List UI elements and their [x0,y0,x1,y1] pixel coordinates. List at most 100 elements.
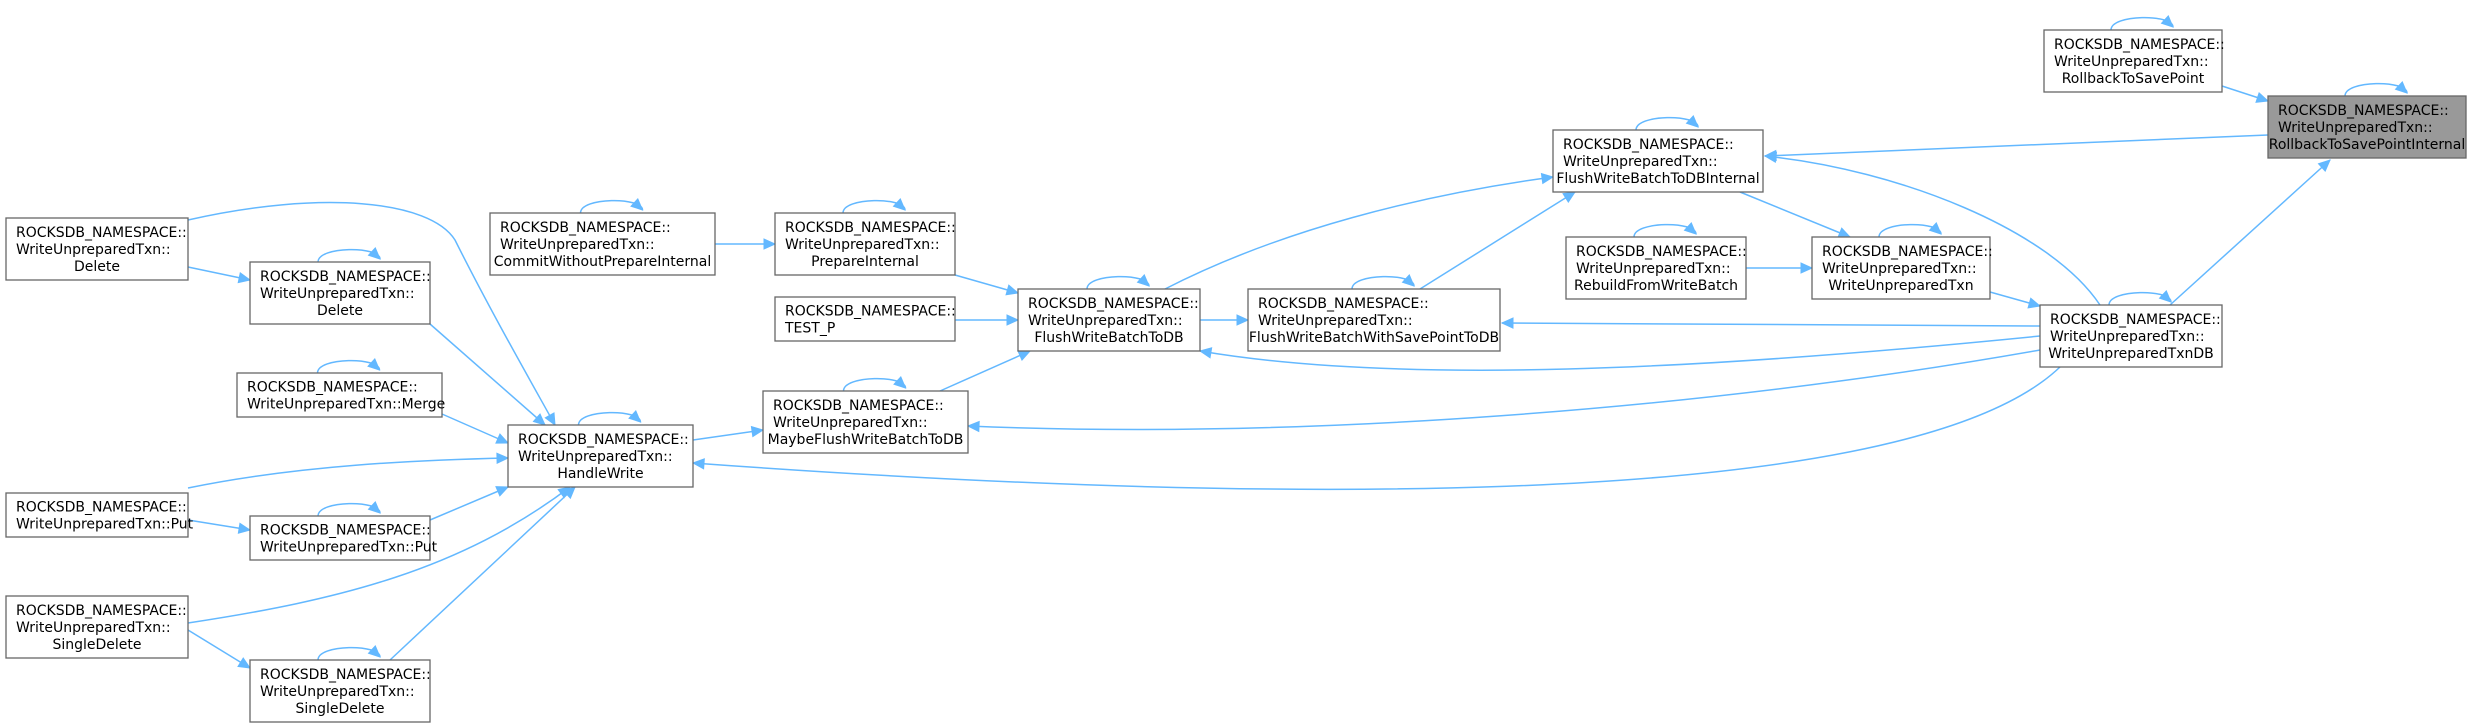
node-test-p[interactable]: ROCKSDB_NAMESPACE::TEST_P [774,296,956,342]
edge-wutdb-to-wutdb [2108,289,2172,306]
node-box [249,659,431,723]
node-label-line: ROCKSDB_NAMESPACE:: [785,304,956,320]
edge-wutdb-to-flush_to_db [1198,335,2041,371]
node-wut-ctor[interactable]: ROCKSDB_NAMESPACE::WriteUnpreparedTxn::W… [1811,236,1993,300]
node-label-line: WriteUnpreparedTxn:: [518,449,673,465]
edge-rebuild-to-rebuild [1633,221,1697,238]
edge-arrowhead [367,246,381,260]
node-merge[interactable]: ROCKSDB_NAMESPACE::WriteUnpreparedTxn::M… [236,372,445,418]
node-label-line: WriteUnpreparedTxn:: [1822,261,1977,277]
edge-arrowhead [1017,350,1032,361]
node-rebuild[interactable]: ROCKSDB_NAMESPACE::WriteUnpreparedTxn::R… [1565,236,1747,300]
edge-line [1764,155,2101,306]
node-label-line: WriteUnpreparedTxn:: [16,620,171,636]
edge-line [187,457,509,489]
node-delete-outer[interactable]: ROCKSDB_NAMESPACE::WriteUnpreparedTxn::D… [5,217,189,281]
node-box [2043,29,2223,93]
node-label-line: ROCKSDB_NAMESPACE:: [1576,244,1747,260]
node-flush-savepoint[interactable]: ROCKSDB_NAMESPACE::WriteUnpreparedTxn::F… [1247,288,1501,352]
node-label-line: ROCKSDB_NAMESPACE:: [260,667,431,683]
node-box [1017,288,1201,352]
edge-line [1739,191,1851,238]
node-label-line: ROCKSDB_NAMESPACE:: [2278,103,2449,119]
edge-delete_inner-to-delete_inner [317,246,381,263]
node-label-line: WriteUnpreparedTxn:: [2054,54,2209,70]
node-label-line: WriteUnpreparedTxn:: [1563,154,1718,170]
node-box [5,492,189,538]
node-label-line: WriteUnpreparedTxn:: [2278,120,2433,136]
edge-line [2169,159,2331,306]
edge-line [441,413,509,444]
edge-arrowhead [2394,80,2408,94]
edge-layer [187,14,2408,669]
edge-arrowhead [2027,297,2042,309]
edge-line [187,486,571,624]
edge-arrowhead [1006,314,1020,326]
edge-arrowhead [630,197,644,211]
edge-arrowhead [237,271,252,284]
node-label-line: WriteUnpreparedTxn:: [500,237,655,253]
edge-put_outer-to-put_inner [187,519,252,534]
edge-arrowhead [237,522,252,534]
edge-wutdb-to-handle_write [691,366,2061,491]
edge-arrowhead [1198,347,1213,359]
node-single-delete-inner[interactable]: ROCKSDB_NAMESPACE::WriteUnpreparedTxn::S… [249,659,431,723]
node-label-line: WriteUnpreparedTxn:: [785,237,940,253]
node-label-line: ROCKSDB_NAMESPACE:: [16,500,187,516]
node-handle-write[interactable]: ROCKSDB_NAMESPACE::WriteUnpreparedTxn::H… [507,424,694,488]
edge-maybe_flush-to-flush_to_db [939,350,1032,392]
edge-test_p-to-flush_to_db [955,314,1020,326]
node-single-delete-outer[interactable]: ROCKSDB_NAMESPACE::WriteUnpreparedTxn::S… [5,595,189,659]
node-rollback[interactable]: ROCKSDB_NAMESPACE::WriteUnpreparedTxn::R… [2043,29,2225,93]
node-box [249,515,431,561]
node-label-line: MaybeFlushWriteBatchToDB [768,432,964,448]
node-put-outer[interactable]: ROCKSDB_NAMESPACE::WriteUnpreparedTxn::P… [5,492,194,538]
node-label-line: WriteUnpreparedTxn:: [260,286,415,302]
node-commit-wo-prepare[interactable]: ROCKSDB_NAMESPACE::WriteUnpreparedTxn::C… [489,212,716,276]
edge-flush_savepoint-to-flush_savepoint [1351,273,1415,290]
edge-commit_wo_prepare-to-commit_wo_prepare [579,197,644,214]
edge-arrowhead [495,433,510,444]
edge-handle_write-to-handle_write [577,409,642,426]
node-label-line: ROCKSDB_NAMESPACE:: [500,220,671,236]
node-box [5,595,189,659]
edge-line [429,323,546,426]
edge-line [187,201,556,426]
node-box [1247,288,1501,352]
edge-arrowhead [532,413,546,426]
edge-delete_inner-to-handle_write [429,323,546,426]
edge-arrowhead [1683,221,1697,235]
node-box [774,296,956,342]
edge-delete_outer-to-handle_write [187,201,556,427]
node-label-line: ROCKSDB_NAMESPACE:: [1028,296,1199,312]
node-delete-inner[interactable]: ROCKSDB_NAMESPACE::WriteUnpreparedTxn::D… [249,261,431,325]
node-label-line: RebuildFromWriteBatch [1574,278,1738,294]
edge-line [692,366,2061,491]
edge-arrowhead [1562,191,1577,203]
node-wutdb[interactable]: ROCKSDB_NAMESPACE::WriteUnpreparedTxn::W… [2039,304,2223,368]
node-label-line: WriteUnpreparedTxn:: [1576,261,1731,277]
node-box [2039,304,2223,368]
edge-arrowhead [691,458,705,470]
edge-flush_to_db-to-flush_to_db [1086,273,1150,290]
node-box [1811,236,1991,300]
node-put-inner[interactable]: ROCKSDB_NAMESPACE::WriteUnpreparedTxn::P… [249,515,438,561]
node-label-line: FlushWriteBatchWithSavePointToDB [1249,330,1499,346]
edge-line [429,486,509,521]
node-flush-internal[interactable]: ROCKSDB_NAMESPACE::WriteUnpreparedTxn::F… [1552,129,1764,193]
edge-arrowhead [1236,314,1250,326]
node-maybe-flush[interactable]: ROCKSDB_NAMESPACE::WriteUnpreparedTxn::M… [762,390,969,454]
edge-arrowhead [562,486,576,500]
node-label-line: WriteUnpreparedTxnDB [2048,346,2214,362]
edge-arrowhead [1401,273,1415,287]
edge-wutdb-to-maybe_flush [966,349,2041,433]
edge-single_delete_outer-to-single_delete_inner [187,629,252,669]
node-flush-to-db[interactable]: ROCKSDB_NAMESPACE::WriteUnpreparedTxn::F… [1017,288,1201,352]
node-box [1565,236,1747,300]
node-prepare-internal[interactable]: ROCKSDB_NAMESPACE::WriteUnpreparedTxn::P… [774,212,956,276]
edge-prepare_internal-to-flush_to_db [954,274,1020,296]
edge-single_delete_inner-to-single_delete_inner [317,644,381,661]
node-label-line: CommitWithoutPrepareInternal [494,254,711,270]
edge-merge-to-handle_write [441,413,510,444]
edge-arrowhead [1837,227,1852,238]
